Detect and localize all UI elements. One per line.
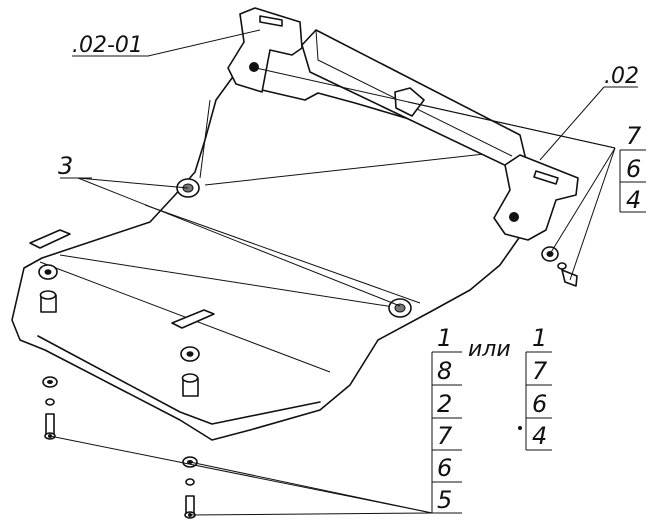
centre-front-hardware — [171, 309, 215, 519]
stack-bottom-left-item: 6 — [437, 454, 452, 482]
callout-washer: 3 — [58, 152, 73, 180]
stack-bottom-left-item: 5 — [437, 486, 452, 514]
stack-bottom-right-item: 7 — [532, 357, 548, 385]
stack-bottom-left-item: 2 — [437, 390, 452, 418]
stack-top-right-item: 6 — [626, 155, 641, 183]
left-bracket — [227, 7, 303, 93]
right-hardware — [541, 246, 578, 287]
plate-washer-right — [388, 298, 412, 318]
leader-lines — [48, 29, 638, 517]
right-bracket — [493, 154, 579, 241]
stack-bottom-right-item: 6 — [532, 390, 547, 418]
stack-bottom-right-item: 1 — [532, 324, 547, 352]
stack-bottom-left-item: 1 — [437, 324, 452, 352]
callout-bracket-right: .02 — [604, 64, 639, 89]
stack-top-right: 7 6 4 — [619, 122, 646, 214]
stack-bottom-left-item: 7 — [437, 422, 453, 450]
stack-top-right-item: 4 — [626, 186, 641, 214]
callout-bracket-left: .02-01 — [72, 33, 143, 58]
stack-bottom-right: 1 7 6 4 — [525, 324, 552, 451]
stack-bottom-left-item: 8 — [437, 357, 452, 385]
stack-bottom-right-item: 4 — [532, 422, 547, 450]
callout-or: или — [468, 337, 511, 362]
stack-bottom-left: 1 8 2 7 6 5 — [431, 324, 462, 514]
stack-top-right-item: 7 — [626, 122, 642, 150]
left-front-hardware — [29, 229, 71, 440]
